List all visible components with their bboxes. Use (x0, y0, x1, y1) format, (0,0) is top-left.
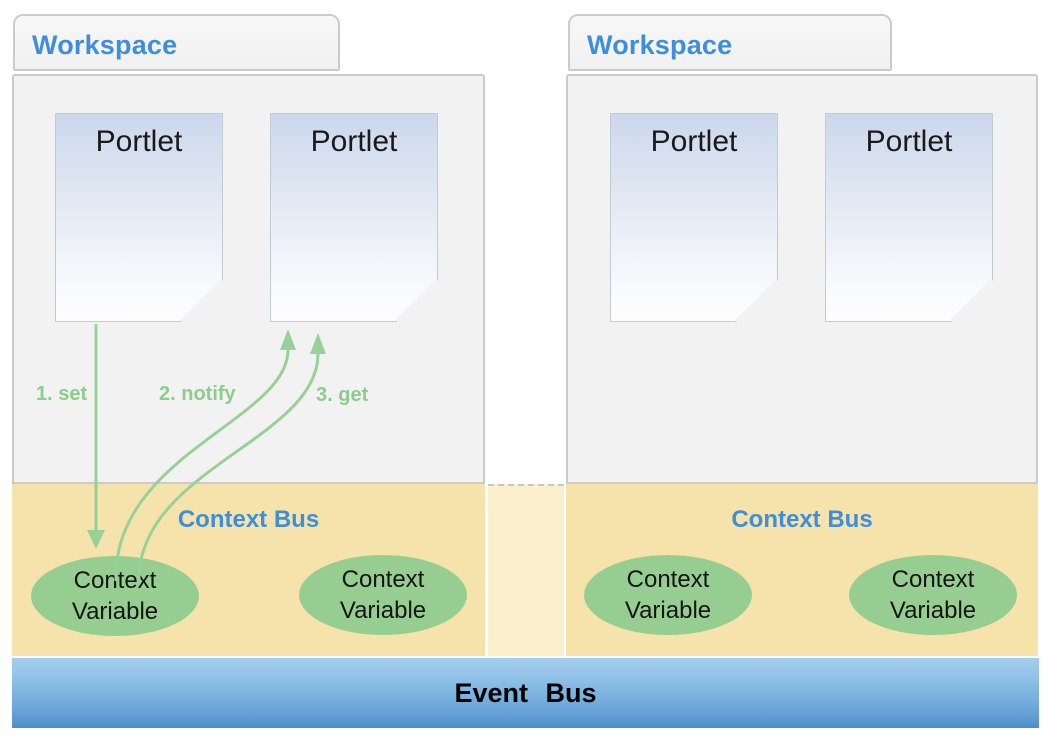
context-variable-ellipse: Context Variable (31, 556, 199, 636)
portlet: Portlet (825, 113, 993, 322)
context-variable-ellipse: Context Variable (849, 555, 1017, 635)
portlet: Portlet (270, 113, 438, 322)
portlet: Portlet (610, 113, 778, 322)
context-variable-label: Context Variable (624, 566, 712, 624)
portlet-label: Portlet (650, 125, 738, 158)
workspace-title: Workspace (32, 30, 178, 60)
context-variable-ellipse: Context Variable (584, 555, 752, 635)
workspace-title: Workspace (587, 30, 733, 60)
portlet-label: Portlet (865, 125, 953, 158)
context-variable-ellipse: Context Variable (299, 555, 467, 635)
context-variable-label: Context Variable (889, 566, 977, 624)
event-bus-bar: Event Bus (12, 658, 1039, 728)
context-variable-label: Context Variable (71, 567, 159, 625)
workspace-tab-right: Workspace (568, 14, 892, 71)
workspace-tab-left: Workspace (13, 14, 340, 71)
context-bus-label: Context Bus (731, 506, 873, 533)
portlet-label: Portlet (310, 125, 398, 158)
event-bus-label: Event Bus (454, 677, 597, 708)
context-variable-label: Context Variable (339, 566, 427, 624)
context-bus-bridge (488, 484, 564, 656)
context-bus-label: Context Bus (177, 506, 320, 533)
portlet: Portlet (55, 113, 223, 322)
portlet-label: Portlet (95, 125, 183, 158)
